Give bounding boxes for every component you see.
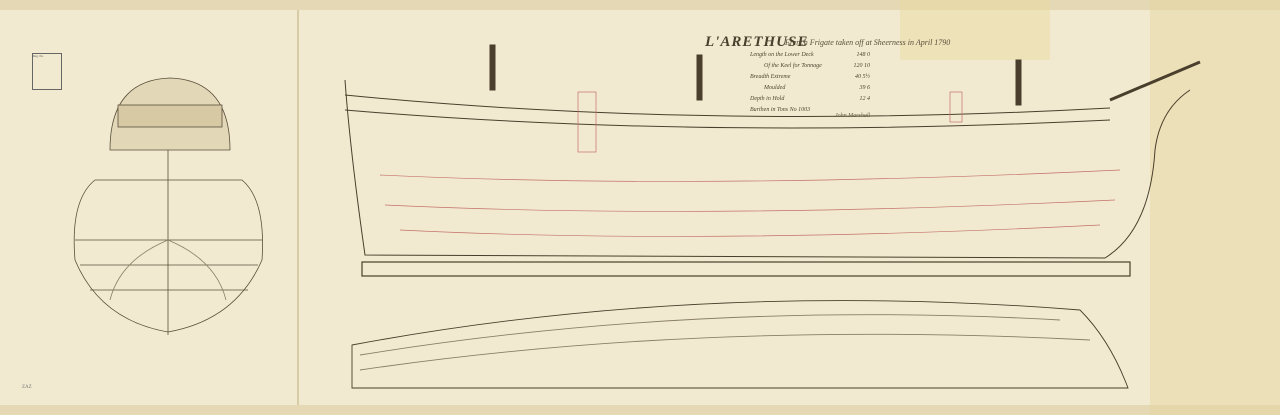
interior-red-lines — [379, 91, 1121, 237]
dimension-row: Breadth Extreme 40 5½ — [750, 74, 870, 85]
dimension-value: 12 4 — [859, 96, 871, 102]
body-plan — [73, 77, 263, 335]
dimension-value: 120 10 — [853, 63, 871, 69]
dimension-row: Of the Keel for Tonnage 120 10 — [750, 63, 870, 74]
dimension-value: 148 0 — [856, 52, 871, 58]
plan-subtitle: French Frigate taken off at Sheerness in… — [785, 38, 951, 47]
dimension-label: Moulded — [764, 85, 786, 91]
dimension-label: Burthen in Tons No 1003 — [750, 107, 811, 113]
dimension-label: Breadth Extreme — [750, 74, 791, 80]
sheer-profile — [344, 44, 1201, 277]
plan-title: L'ARETHUSE — [705, 34, 809, 50]
dimension-row: Depth in Hold 12 4 — [750, 96, 870, 107]
dimension-row: Moulded 39 6 — [750, 85, 870, 96]
dimensions-table: Length on the Lower Deck 148 0 Of the Kee… — [750, 52, 870, 118]
registration-label: Reg. No. — [32, 53, 62, 90]
dimension-value: 40 5½ — [855, 74, 870, 80]
dimension-value: 39 6 — [859, 85, 871, 91]
dimension-row: Burthen in Tons No 1003 — [750, 107, 870, 118]
dimension-label: Of the Keel for Tonnage — [764, 63, 822, 69]
reference-number: ZAZ — [22, 385, 32, 390]
half-breadth-plan — [351, 300, 1129, 389]
stain — [900, 0, 1050, 60]
dimension-label: Length on the Lower Deck — [750, 52, 814, 58]
stain — [1150, 0, 1280, 415]
paper-edge-bottom — [0, 405, 1280, 415]
signature: John Marshall — [835, 113, 871, 119]
dimension-label: Depth in Hold — [750, 96, 785, 102]
paper-edge-top — [0, 0, 1280, 10]
dimension-row: Length on the Lower Deck 148 0 — [750, 52, 870, 63]
